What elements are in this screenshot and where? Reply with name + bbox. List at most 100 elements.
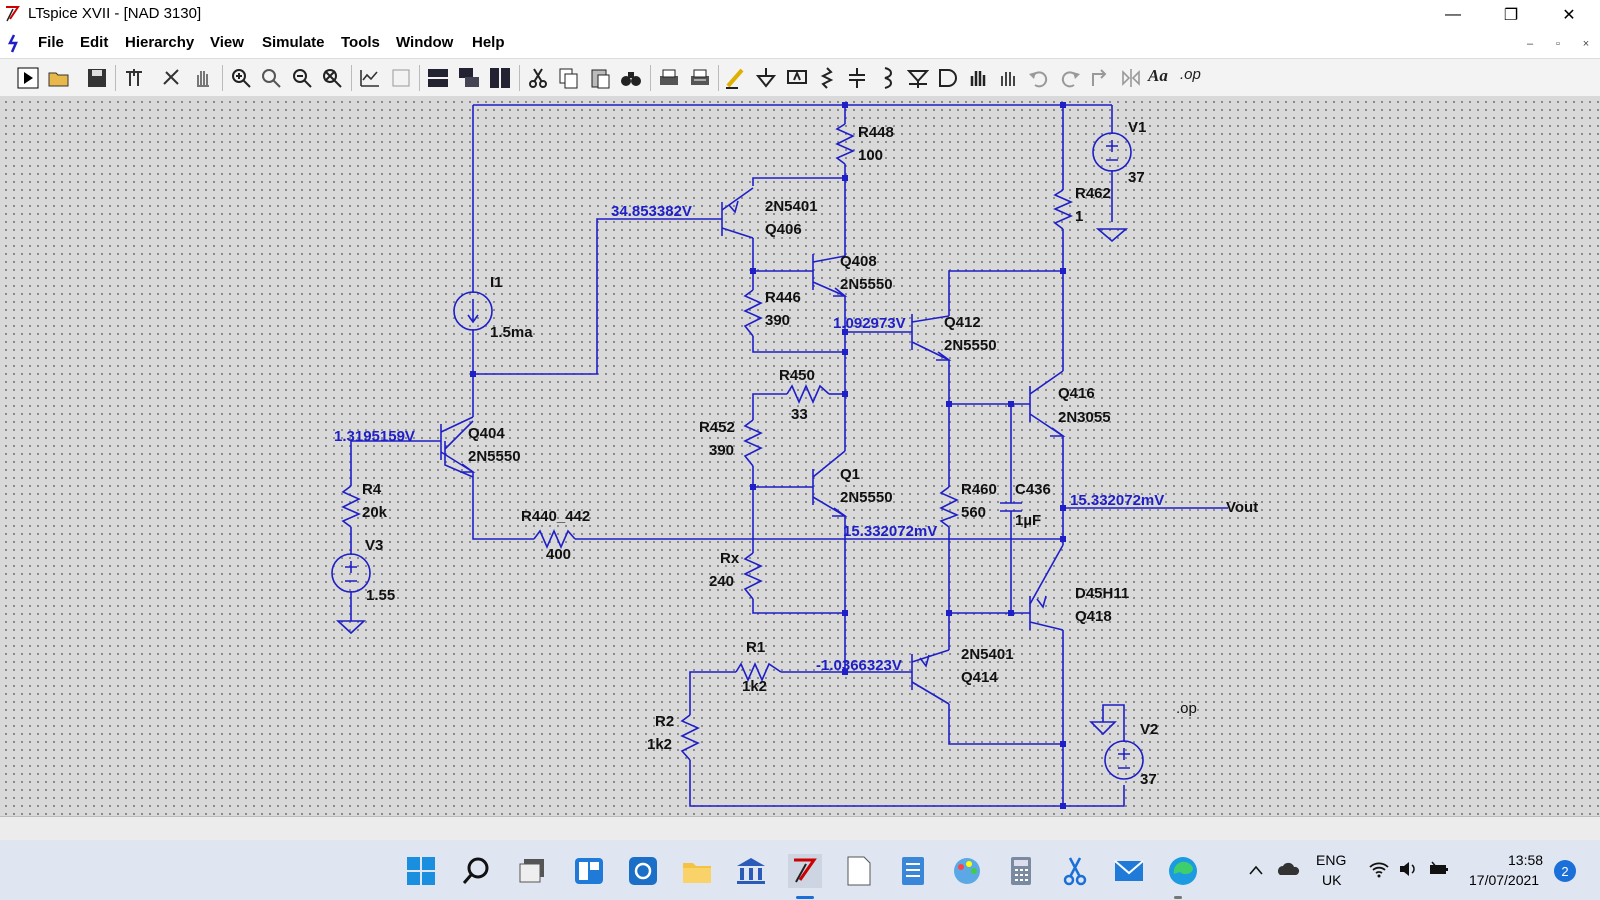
tile-vertical-icon[interactable] [488, 66, 512, 90]
zoom-in-icon[interactable] [229, 66, 253, 90]
r462-name: R462 [1075, 185, 1111, 202]
paint-icon[interactable] [950, 854, 984, 888]
snipping-tool-icon[interactable] [1058, 854, 1092, 888]
notification-badge[interactable]: 2 [1554, 860, 1576, 882]
label-net-icon[interactable] [785, 66, 809, 90]
control-panel-icon[interactable] [122, 66, 146, 90]
pan-icon[interactable] [191, 66, 215, 90]
search-icon[interactable] [460, 854, 494, 888]
menu-window[interactable]: Window [396, 34, 454, 51]
r2-name: R2 [655, 713, 674, 730]
text-tool-button[interactable]: Aa [1148, 66, 1168, 85]
zoom-fit-icon[interactable] [320, 66, 344, 90]
widgets-icon[interactable] [572, 854, 606, 888]
v2-name: V2 [1140, 721, 1158, 738]
volume-icon[interactable] [1398, 860, 1420, 878]
menu-edit[interactable]: Edit [80, 34, 109, 51]
maximize-button[interactable]: ❐ [1503, 6, 1519, 24]
v3-value: 1.55 [366, 587, 395, 604]
ltspice-app-icon[interactable] [4, 5, 22, 23]
diode-icon[interactable] [906, 66, 930, 90]
tile-horizontal-icon[interactable] [426, 66, 450, 90]
task-view-icon[interactable] [516, 854, 550, 888]
autorange-icon[interactable] [358, 66, 382, 90]
r1-name: R1 [746, 639, 765, 656]
redo-icon[interactable] [1058, 66, 1082, 90]
menu-help[interactable]: Help [472, 34, 505, 51]
menu-hierarchy[interactable]: Hierarchy [125, 34, 195, 51]
print-setup-icon[interactable] [688, 66, 712, 90]
close-button[interactable]: ✕ [1562, 6, 1576, 24]
undo-icon[interactable] [1027, 66, 1051, 90]
mirror-icon[interactable] [1119, 66, 1143, 90]
bank-icon[interactable] [734, 854, 768, 888]
c436-value: 1µF [1015, 512, 1041, 529]
spice-directive-button[interactable]: .op [1180, 66, 1201, 83]
ltspice-icon[interactable] [788, 854, 822, 888]
zoom-area-icon[interactable] [259, 66, 283, 90]
vout-label: Vout [1226, 499, 1258, 516]
menu-view[interactable]: View [210, 34, 244, 51]
resistor-icon[interactable] [815, 66, 839, 90]
mail-icon[interactable] [1112, 854, 1146, 888]
battery-icon[interactable] [1428, 860, 1450, 878]
op-directive[interactable]: .op [1176, 700, 1197, 717]
r450-symbol [786, 384, 830, 404]
clock-time[interactable]: 13:58 [1508, 852, 1544, 868]
file-explorer-icon[interactable] [680, 854, 714, 888]
halt-icon[interactable] [160, 66, 184, 90]
find-icon[interactable] [619, 66, 643, 90]
r452-value: 390 [709, 442, 734, 459]
plot-settings-icon[interactable] [389, 66, 413, 90]
component-icon[interactable] [936, 66, 960, 90]
ground-icon[interactable] [754, 66, 778, 90]
v3-symbol [331, 553, 371, 593]
draw-wire-icon[interactable] [724, 66, 748, 90]
q404-symbol [440, 416, 476, 473]
schematic-canvas[interactable]: R448 100 V1 37 R462 1 2N5401 Q406 Q408 2… [0, 96, 1600, 816]
zoom-out-icon[interactable] [290, 66, 314, 90]
menu-tools[interactable]: Tools [341, 34, 380, 51]
drag-icon[interactable] [996, 66, 1020, 90]
windows-start-icon[interactable] [404, 854, 438, 888]
r2-value: 1k2 [647, 736, 672, 753]
clock-date[interactable]: 17/07/2021 [1469, 872, 1540, 888]
menu-simulate[interactable]: Simulate [262, 34, 325, 51]
copy-icon[interactable] [557, 66, 581, 90]
notepad-icon[interactable] [896, 854, 930, 888]
doc-close-button[interactable]: × [1582, 38, 1590, 50]
paste-icon[interactable] [588, 66, 612, 90]
inductor-icon[interactable] [875, 66, 899, 90]
print-icon[interactable] [657, 66, 681, 90]
capacitor-icon[interactable] [845, 66, 869, 90]
taskbar: ENG UK 13:58 17/07/2021 2 [0, 840, 1600, 900]
notepad-page-icon[interactable] [842, 854, 876, 888]
open-icon[interactable] [47, 66, 71, 90]
language-top[interactable]: ENG [1316, 852, 1347, 868]
r440-name: R440_442 [521, 508, 590, 525]
edge-icon[interactable] [1166, 854, 1200, 888]
q1-name: Q1 [840, 466, 860, 483]
node-voltage-q406-base: 34.853382V [611, 203, 692, 220]
v1-symbol [1092, 132, 1132, 172]
r460-value: 560 [961, 504, 986, 521]
cascade-icon[interactable] [457, 66, 481, 90]
q404-model: 2N5550 [468, 448, 521, 465]
minimize-button[interactable]: — [1445, 5, 1461, 23]
move-icon[interactable] [966, 66, 990, 90]
wifi-icon[interactable] [1368, 860, 1390, 878]
language-bottom[interactable]: UK [1322, 872, 1342, 888]
document-icon[interactable] [6, 32, 28, 54]
calculator-icon[interactable] [1004, 854, 1038, 888]
r448-symbol [835, 123, 855, 165]
save-icon[interactable] [85, 66, 109, 90]
onedrive-cloud-icon[interactable] [1276, 860, 1300, 878]
store-sync-icon[interactable] [626, 854, 660, 888]
menu-file[interactable]: File [38, 34, 64, 51]
cut-icon[interactable] [526, 66, 550, 90]
run-icon[interactable] [16, 66, 40, 90]
chevron-up-icon[interactable] [1248, 864, 1264, 876]
doc-minimize-button[interactable]: – [1526, 38, 1534, 50]
rotate-icon[interactable] [1089, 66, 1113, 90]
doc-restore-button[interactable]: ▫ [1556, 38, 1560, 50]
